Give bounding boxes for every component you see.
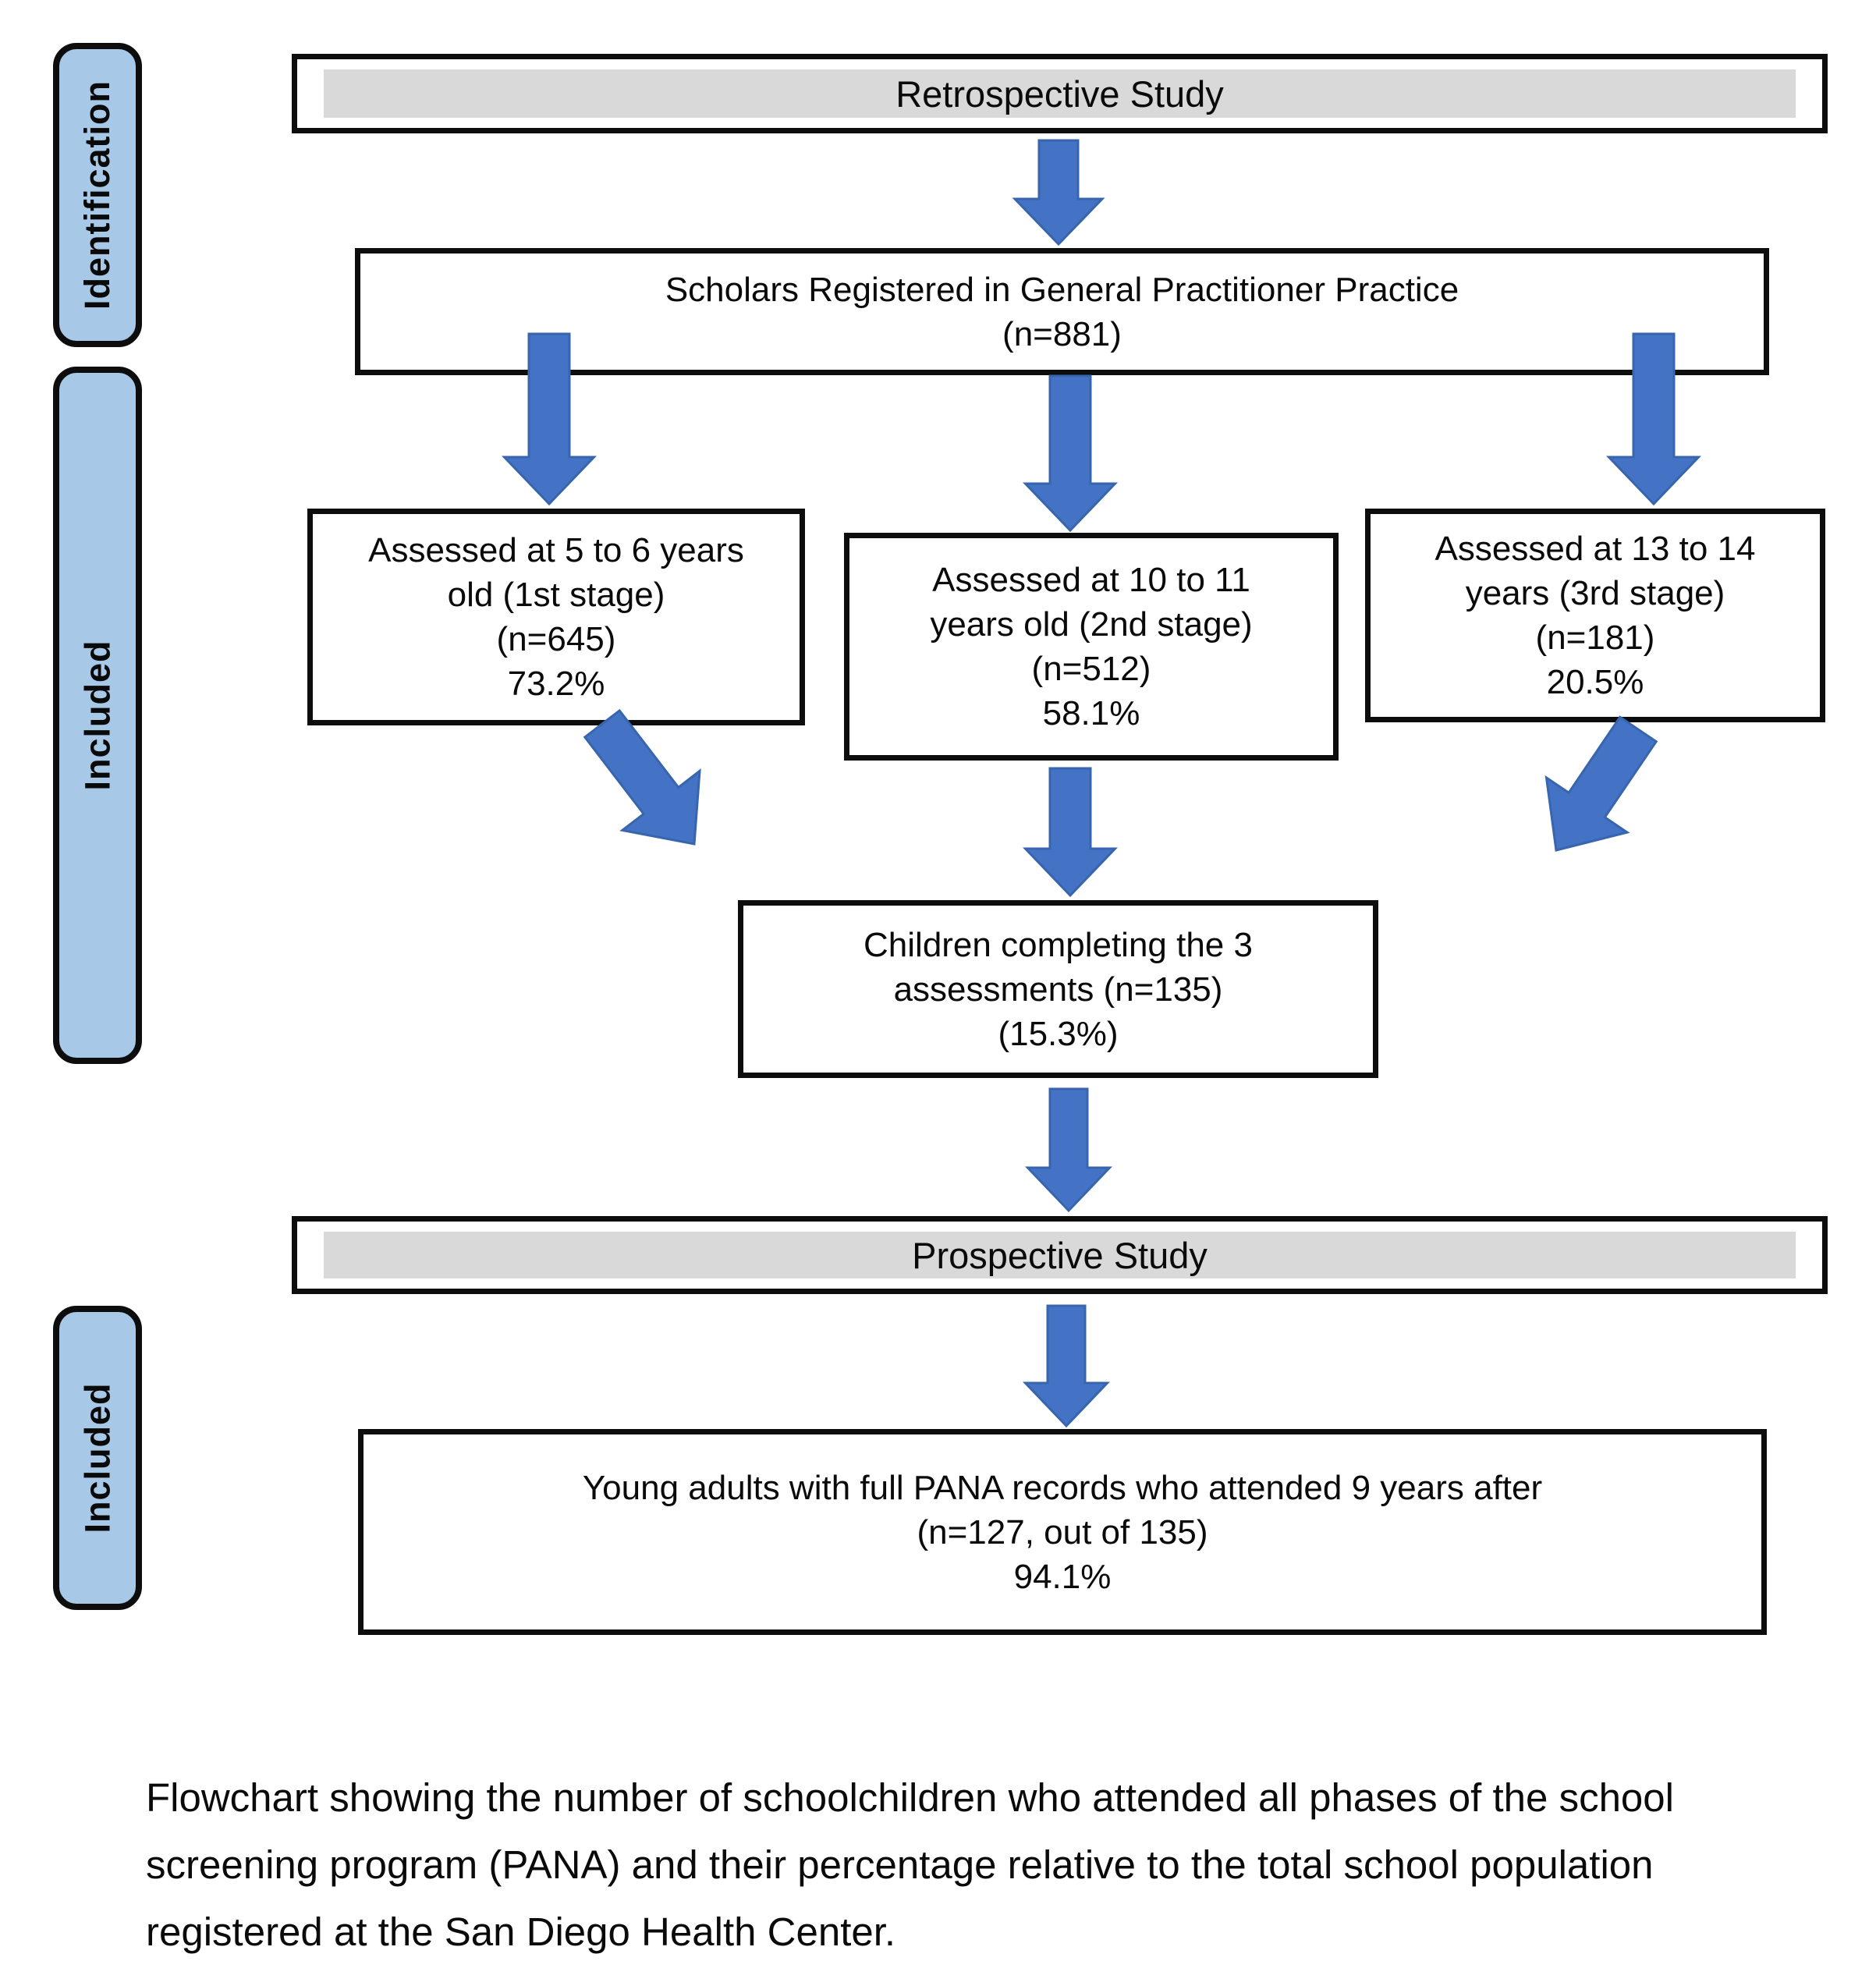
children-completing-box: Children completing the 3 assessments (n…	[738, 900, 1378, 1078]
box-line: (n=881)	[1002, 314, 1122, 353]
box-line: Scholars Registered in General Practitio…	[665, 270, 1459, 309]
retrospective-study-banner: Retrospective Study	[292, 54, 1828, 133]
arrow-prospective-to-young	[1022, 1304, 1111, 1428]
caption-line: Flowchart showing the number of schoolch…	[146, 1775, 1674, 1820]
box-line: (n=645)	[496, 620, 616, 658]
scholars-registered-box: Scholars Registered in General Practitio…	[355, 248, 1769, 375]
box-line: Assessed at 5 to 6 years	[368, 531, 744, 569]
arrow-scholars-to-stage2	[1022, 374, 1119, 533]
box-line: old (1st stage)	[447, 576, 665, 614]
prospective-study-banner: Prospective Study	[292, 1216, 1828, 1294]
box-line: Young adults with full PANA records who …	[582, 1469, 1543, 1507]
box-line: 58.1%	[1042, 694, 1140, 732]
arrow-children-to-prospective	[1024, 1087, 1113, 1213]
arrow-stage1-to-children	[583, 708, 701, 846]
stage2-assessed-box: Assessed at 10 to 11 years old (2nd stag…	[844, 533, 1339, 761]
box-line: (n=127, out of 135)	[917, 1513, 1208, 1551]
box-line: (n=512)	[1031, 650, 1151, 688]
banner-title: Prospective Study	[912, 1234, 1208, 1276]
phase-label-text: Included	[77, 1382, 118, 1534]
box-line: Assessed at 13 to 14	[1434, 530, 1756, 568]
box-line: Children completing the 3	[864, 925, 1253, 964]
arrow-stage3-to-children	[1544, 715, 1658, 852]
box-line: assessments (n=135)	[893, 970, 1223, 1009]
phase-label-included-top: Included	[53, 367, 142, 1064]
box-line: (15.3%)	[998, 1014, 1119, 1053]
stage3-assessed-box: Assessed at 13 to 14 years (3rd stage) (…	[1365, 509, 1825, 722]
box-line: 73.2%	[507, 665, 605, 703]
phase-label-included-bottom: Included	[53, 1306, 142, 1610]
phase-label-text: Included	[77, 640, 118, 791]
box-line: (n=181)	[1535, 619, 1655, 657]
banner-gray-bar: Prospective Study	[324, 1232, 1796, 1278]
box-line: 20.5%	[1546, 663, 1644, 701]
arrow-stage2-to-children	[1022, 767, 1119, 898]
caption-line: screening program (PANA) and their perce…	[146, 1842, 1654, 1887]
box-line: 94.1%	[1013, 1558, 1112, 1596]
young-adults-box: Young adults with full PANA records who …	[358, 1429, 1767, 1635]
stage1-assessed-box: Assessed at 5 to 6 years old (1st stage)…	[307, 509, 805, 725]
box-line: years (3rd stage)	[1465, 574, 1725, 612]
banner-title: Retrospective Study	[895, 73, 1224, 115]
banner-gray-bar: Retrospective Study	[324, 69, 1796, 118]
phase-label-identification: Identification	[53, 43, 142, 347]
arrow-retro-to-scholars	[1012, 139, 1105, 246]
caption-line: registered at the San Diego Health Cente…	[146, 1910, 896, 1954]
box-line: Assessed at 10 to 11	[932, 561, 1250, 599]
box-line: years old (2nd stage)	[930, 605, 1253, 644]
figure-caption: Flowchart showing the number of schoolch…	[146, 1764, 1674, 1961]
phase-label-text: Identification	[77, 80, 117, 310]
